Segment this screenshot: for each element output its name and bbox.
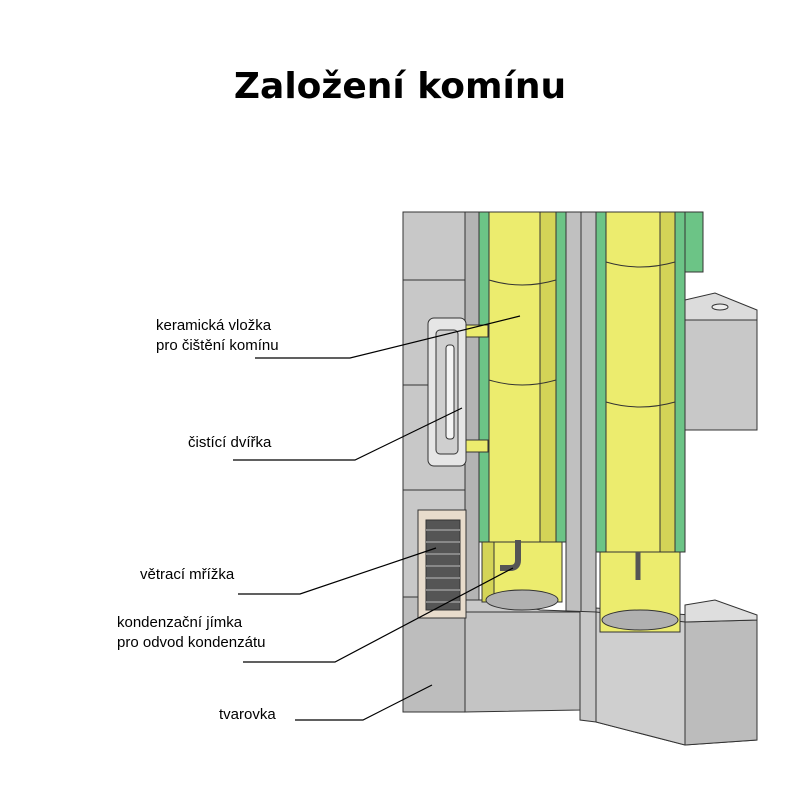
- diagram-title: Založení komínu: [233, 66, 567, 107]
- leader-chimney-block: [295, 684, 433, 721]
- label-condensate-sump-line1: kondenzační jímka: [117, 614, 243, 631]
- leader-cleaning-door: [233, 407, 463, 461]
- label-chimney-block: tvarovka: [219, 706, 276, 723]
- leader-lines: [233, 315, 521, 721]
- chimney-block-body: [402, 211, 758, 746]
- vent-grille: [417, 509, 467, 619]
- label-ceramic-liner-line2: pro čištění komínu: [156, 337, 279, 354]
- label-condensate-sump: kondenzační jímka pro odvod kondenzátu: [117, 613, 265, 653]
- label-cleaning-door: čistící dvířka: [188, 434, 272, 451]
- leader-ceramic-liner: [255, 315, 521, 359]
- label-ceramic-liner: keramická vložka pro čištění komínu: [156, 316, 279, 356]
- label-vent-grille: větrací mřížka: [140, 566, 235, 583]
- leader-vent-grille: [238, 547, 437, 595]
- right-flue: [595, 211, 704, 633]
- leader-condensate-sump: [243, 567, 514, 663]
- label-condensate-sump-line2: pro odvod kondenzátu: [117, 634, 266, 651]
- cleaning-door: [427, 317, 489, 467]
- label-ceramic-liner-line1: keramická vložka: [156, 317, 272, 334]
- left-flue: [478, 211, 567, 611]
